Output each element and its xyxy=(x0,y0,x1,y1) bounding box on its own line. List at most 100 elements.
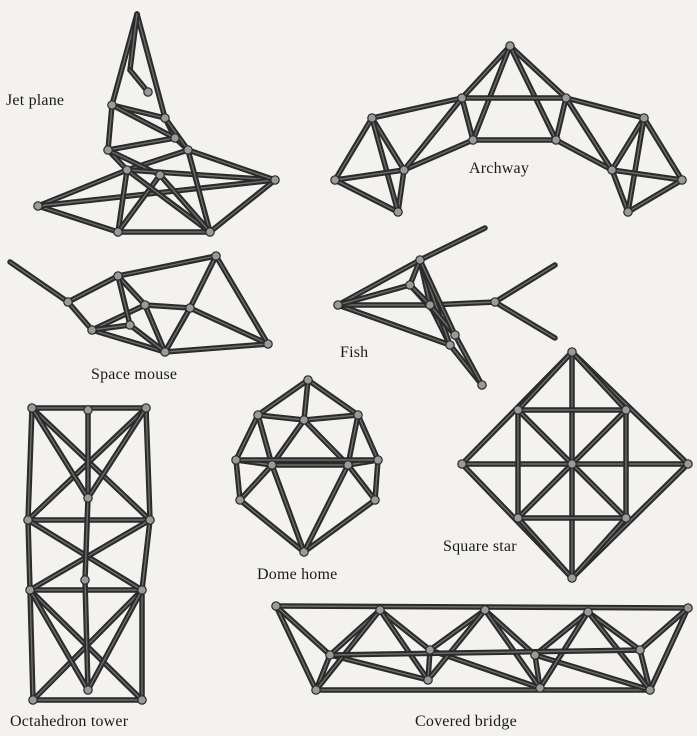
joint-ball xyxy=(646,686,654,694)
rod xyxy=(473,46,510,140)
joint-ball xyxy=(536,684,544,692)
joint-ball xyxy=(354,411,362,419)
joint-ball xyxy=(114,228,122,236)
joint-ball xyxy=(84,406,92,414)
joint-ball xyxy=(84,494,92,502)
joint-ball xyxy=(29,696,37,704)
rod xyxy=(258,380,308,415)
joint-ball xyxy=(622,514,630,522)
joint-ball xyxy=(424,676,432,684)
joint-ball xyxy=(300,548,308,556)
joint-ball xyxy=(406,281,414,289)
rod xyxy=(308,380,358,415)
joint-ball xyxy=(312,686,320,694)
rod xyxy=(335,118,372,180)
rod xyxy=(68,276,118,302)
joint-ball xyxy=(88,326,96,334)
joint-ball xyxy=(451,331,459,339)
rod xyxy=(236,415,258,460)
joint-ball xyxy=(186,304,194,312)
joint-ball xyxy=(123,166,131,174)
joint-ball xyxy=(156,171,164,179)
label-fish: Fish xyxy=(340,344,368,362)
joint-ball xyxy=(491,298,499,306)
joint-ball xyxy=(108,101,116,109)
structure-covered-bridge xyxy=(272,602,692,694)
rod xyxy=(650,608,688,690)
label-dome-home: Dome home xyxy=(257,566,337,584)
joint-ball xyxy=(171,134,179,142)
joint-ball xyxy=(531,651,539,659)
joint-ball xyxy=(104,146,112,154)
joint-ball xyxy=(584,608,592,616)
joint-ball xyxy=(184,146,192,154)
joint-ball xyxy=(506,42,514,50)
rod xyxy=(612,170,628,212)
label-square-star: Square star xyxy=(443,538,517,556)
rod xyxy=(420,228,485,260)
rod xyxy=(335,170,404,180)
rod xyxy=(572,518,626,578)
rod xyxy=(68,302,92,330)
joint-ball xyxy=(514,514,522,522)
joint-ball xyxy=(236,496,244,504)
structure-octahedron-tower xyxy=(24,404,154,704)
rod xyxy=(628,180,682,212)
joint-ball xyxy=(344,461,352,469)
joint-ball xyxy=(161,114,169,122)
joint-ball xyxy=(271,176,279,184)
joint-ball xyxy=(126,321,134,329)
joint-ball xyxy=(254,411,262,419)
joint-ball xyxy=(24,516,32,524)
rod xyxy=(612,170,682,180)
joint-ball xyxy=(684,604,692,612)
rod xyxy=(38,206,118,232)
label-octahedron-tower: Octahedron tower xyxy=(10,713,128,731)
structure-jet-plane xyxy=(34,14,279,236)
rod xyxy=(348,465,375,500)
rod xyxy=(165,308,190,352)
joint-ball xyxy=(400,166,408,174)
joint-ball xyxy=(458,460,466,468)
joint-ball xyxy=(478,381,486,389)
rod xyxy=(518,352,572,410)
rod xyxy=(358,415,378,460)
rod xyxy=(276,606,316,690)
joint-ball xyxy=(161,348,169,356)
joint-ball xyxy=(416,256,424,264)
joint-ball xyxy=(371,496,379,504)
joint-ball xyxy=(114,272,122,280)
joint-ball xyxy=(206,228,214,236)
rod xyxy=(462,46,510,98)
joint-ball xyxy=(552,136,560,144)
rod xyxy=(510,46,566,98)
joint-ball xyxy=(568,348,576,356)
rod xyxy=(240,465,272,500)
joint-ball xyxy=(141,301,149,309)
rod xyxy=(127,150,188,170)
joint-ball xyxy=(684,460,692,468)
joint-ball xyxy=(264,340,272,348)
joint-ball xyxy=(268,461,276,469)
joint-ball xyxy=(622,406,630,414)
label-archway: Archway xyxy=(469,160,529,178)
joint-ball xyxy=(300,416,308,424)
joint-ball xyxy=(212,252,220,260)
structure-fish xyxy=(334,228,555,389)
rod xyxy=(190,256,216,308)
joint-ball xyxy=(446,341,454,349)
label-jet-plane: Jet plane xyxy=(6,92,64,110)
joint-ball xyxy=(469,136,477,144)
joint-ball xyxy=(394,208,402,216)
rod xyxy=(137,14,165,118)
joint-ball xyxy=(138,696,146,704)
joint-ball xyxy=(458,94,466,102)
joint-ball xyxy=(304,376,312,384)
joint-ball xyxy=(28,404,36,412)
joint-ball xyxy=(272,602,280,610)
joint-ball xyxy=(568,574,576,582)
joint-ball xyxy=(232,456,240,464)
joint-ball xyxy=(426,646,434,654)
joint-ball xyxy=(331,176,339,184)
rod xyxy=(108,138,175,150)
